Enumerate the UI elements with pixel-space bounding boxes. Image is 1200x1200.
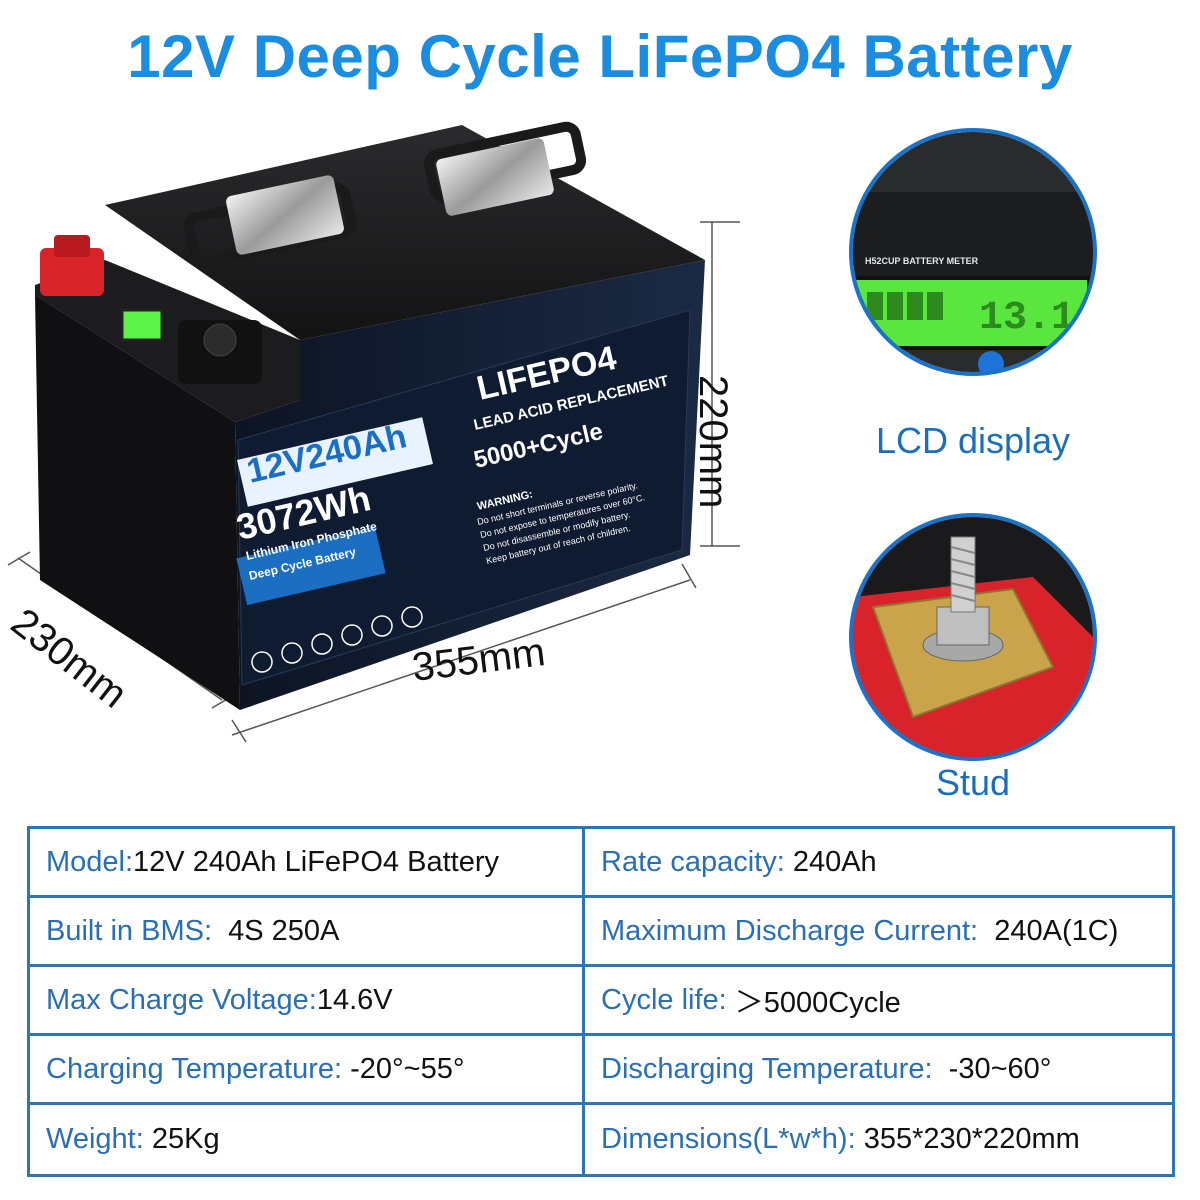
page-title: 12V Deep Cycle LiFePO4 Battery [127, 23, 1073, 90]
lcd-display-inset: H52CUP BATTERY METER 13.1 [849, 128, 1097, 376]
lcd-reading: 13.1 [979, 296, 1075, 341]
spec-max-discharge: Maximum Discharge Current: 240A(1C) [585, 898, 1172, 967]
meter-label: H52CUP BATTERY METER [865, 256, 979, 266]
dimension-height: 220mm [691, 375, 735, 509]
spec-charging-temp: Charging Temperature: -20°~55° [30, 1036, 585, 1105]
handle-left [183, 175, 357, 268]
spec-model: Model:12V 240Ah LiFePO4 Battery [30, 829, 585, 898]
safety-icons [251, 606, 423, 673]
negative-terminal [178, 320, 262, 384]
spec-weight: Weight: 25Kg [30, 1105, 585, 1174]
spec-rate-capacity: Rate capacity: 240Ah [585, 829, 1172, 898]
spec-dimensions: Dimensions(L*w*h): 355*230*220mm [601, 1123, 1080, 1155]
small-lcd [120, 308, 164, 342]
lcd-display-caption: LCD display [875, 420, 1071, 461]
spec-bms: Built in BMS: 4S 250A [30, 898, 585, 967]
handle-right [423, 121, 587, 216]
positive-terminal [40, 235, 104, 296]
battery-illustration: LIFEPO4 LEAD ACID REPLACEMENT 5000+Cycle… [7, 121, 740, 743]
spec-max-charge-voltage: Max Charge Voltage:14.6V [30, 967, 585, 1036]
spec-cycle-life: Cycle life: ＞5000Cycle [585, 967, 1172, 1036]
stud-caption: Stud [935, 762, 1011, 803]
stud-inset [849, 513, 1097, 761]
spec-table: Model:12V 240Ah LiFePO4 Battery Rate cap… [27, 826, 1175, 1177]
battery-side [35, 295, 240, 710]
spec-discharging-temp: Discharging Temperature: -30~60° [585, 1036, 1172, 1105]
